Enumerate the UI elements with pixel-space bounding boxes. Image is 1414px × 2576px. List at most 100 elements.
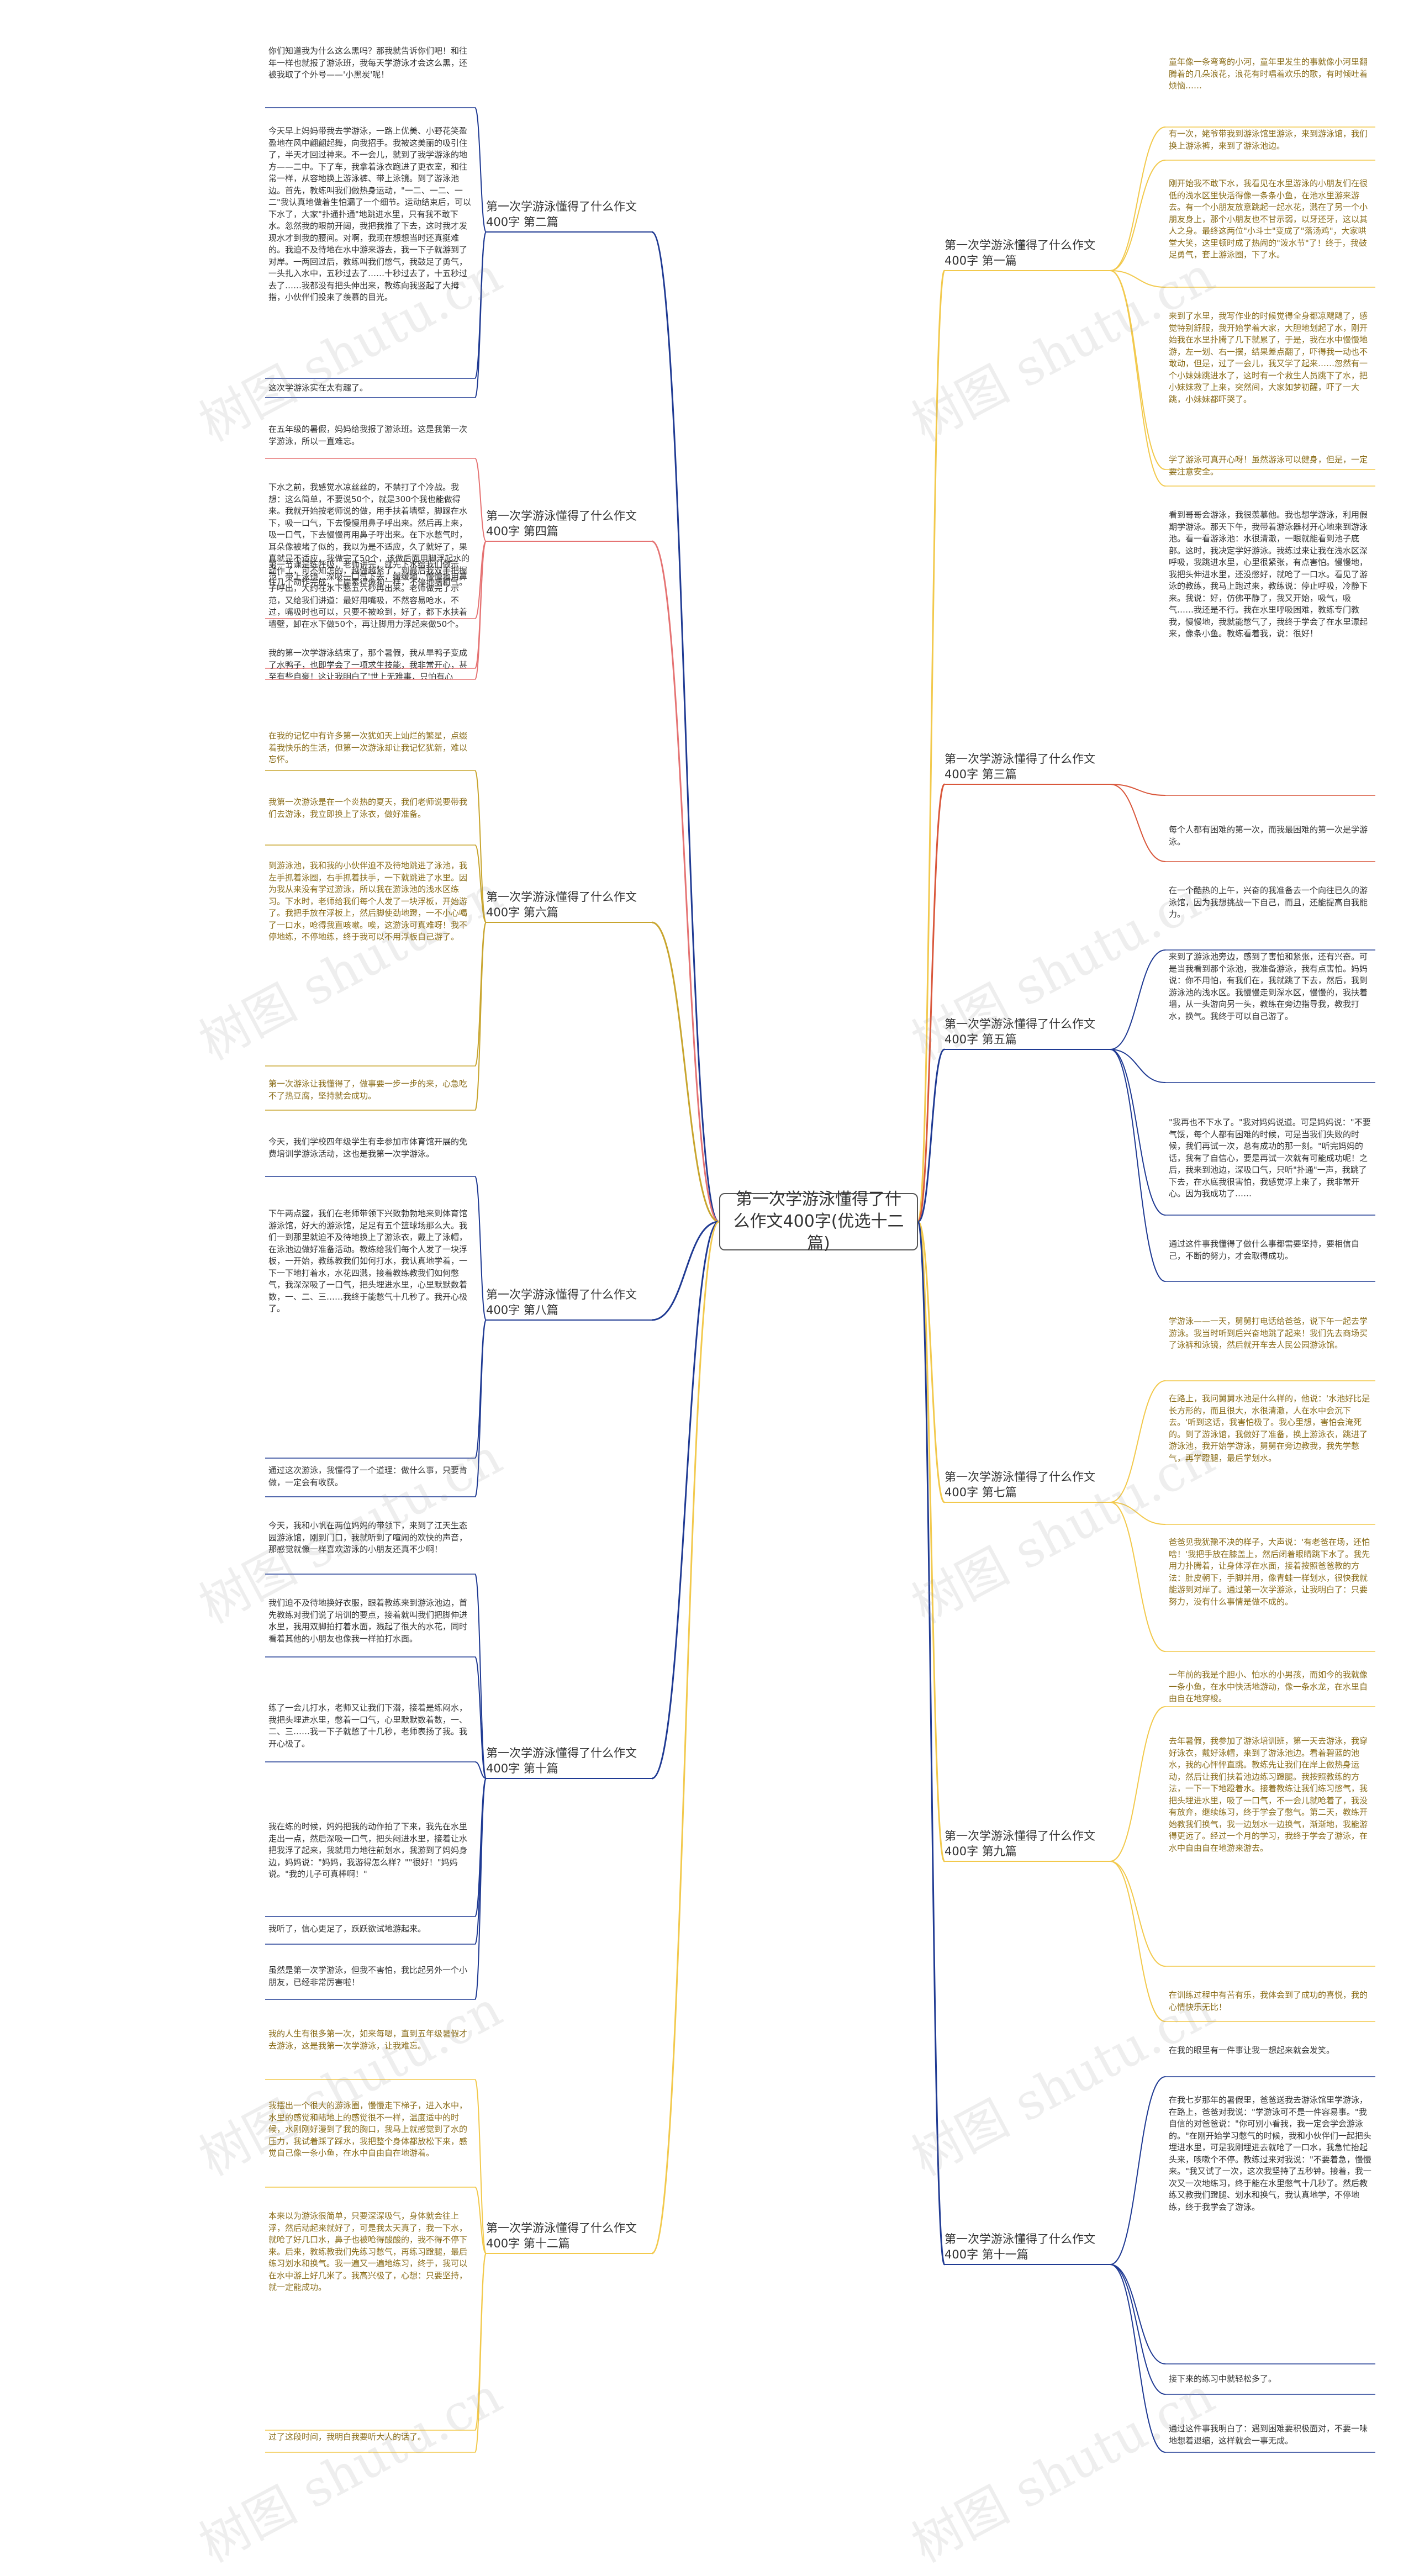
- branch-leaf-connector: [1110, 1380, 1166, 1503]
- branch-leaf-connector: [474, 2253, 487, 2453]
- branch-leaf-connector: [474, 1778, 487, 1945]
- branch-leaf-connector: [474, 2079, 487, 2254]
- leaf-node[interactable]: 童年像一条弯弯的小河，童年里发生的事就像小河里翻腾着的几朵浪花，浪花有时唱着欢乐…: [1169, 57, 1368, 91]
- branch-leaf-connector: [1110, 1049, 1166, 1083]
- leaf-node[interactable]: 我第一次游泳是在一个炎热的夏天，我们老师说要带我们去游泳，我立即换上了泳衣，做好…: [268, 797, 468, 819]
- branch-leaf-connector: [474, 1574, 487, 1779]
- root-branch-connector: [651, 921, 720, 1223]
- root-branch-connector: [917, 783, 946, 1223]
- leaf-node[interactable]: 我的人生有很多第一次，如来每嗯，直到五年级暑假才去游泳，这是我第一次学游泳，让我…: [268, 2029, 468, 2051]
- branch-leaf-connector: [474, 1319, 487, 1497]
- root-topic[interactable]: 第一次学游泳懂得了什么作文400字(优选十二篇): [719, 1190, 918, 1253]
- branch-leaf-connector: [1110, 126, 1166, 271]
- branch-leaf-connector: [1110, 270, 1166, 470]
- branch-topic-7[interactable]: 第一次学游泳懂得了什么作文400字 第七篇: [945, 1470, 1095, 1499]
- leaf-node[interactable]: 这次学游泳实在太有趣了。: [268, 383, 368, 393]
- root-branch-connector: [917, 270, 946, 1223]
- leaf-node[interactable]: 每个人都有困难的第一次，而我最困难的第一次是学游泳。: [1169, 825, 1368, 847]
- leaf-node[interactable]: "我再也不下水了。"我对妈妈说道。可是妈妈说："不要气馁，每个人都有困难的时候，…: [1169, 1117, 1371, 1199]
- root-branch-connector: [917, 1048, 945, 1223]
- branch-leaf-connector: [1110, 1049, 1166, 1282]
- branch-leaf-connector: [474, 541, 487, 680]
- leaf-node[interactable]: 通过这次游泳，我懂得了一个道理：做什么事，只要肯做，一定会有收获。: [268, 1465, 468, 1487]
- leaf-node[interactable]: 一年前的我是个胆小、怕水的小男孩，而如今的我就像一条小鱼，在水中快活地游动，像一…: [1169, 1670, 1368, 1703]
- branch-topic-10[interactable]: 第一次学游泳懂得了什么作文400字 第十篇: [486, 1746, 637, 1775]
- branch-leaf-connector: [1110, 1502, 1166, 1652]
- leaf-node[interactable]: 学游泳——一天，舅舅打电话给爸爸，说下午一起去学游泳。我当时听到后兴奋地跳了起来…: [1169, 1316, 1368, 1350]
- root-branch-connector: [917, 1221, 946, 2266]
- leaf-node[interactable]: 今天早上妈妈带我去学游泳，一路上优美、小野花笑盈盈地在风中翩翩起舞，向我招手。我…: [268, 126, 471, 302]
- leaf-node[interactable]: 在我七岁那年的暑假里，爸爸送我去游泳馆里学游泳，在路上，爸爸对我说："学游泳可不…: [1169, 2095, 1371, 2212]
- leaf-node[interactable]: 你们知道我为什么这么黑吗？那我就告诉你们吧！和往年一样也就报了游泳班，我每天学游…: [268, 46, 468, 80]
- branch-topic-3[interactable]: 第一次学游泳懂得了什么作文400字 第三篇: [945, 752, 1095, 781]
- leaf-node[interactable]: 我们迫不及待地换好衣服，跟着教练来到游泳池边，首先教练对我们说了培训的要点，接着…: [268, 1598, 468, 1644]
- branch-leaf-connector: [474, 1761, 487, 1779]
- branch-leaf-connector: [1110, 270, 1166, 288]
- branch-topic-11[interactable]: 第一次学游泳懂得了什么作文400字 第十一篇: [945, 2232, 1095, 2261]
- leaf-node[interactable]: 今天，我们学校四年级学生有幸参加市体育馆开展的免费培训学游泳活动，这也是我第一次…: [268, 1137, 468, 1159]
- leaf-node[interactable]: 去年暑假，我参加了游泳培训班，第一天去游泳，我穿好泳衣，戴好泳帽，来到了游泳池边…: [1169, 1736, 1368, 1853]
- root-branch-connector: [651, 231, 720, 1223]
- branch-topic-4[interactable]: 第一次学游泳懂得了什么作文400字 第四篇: [486, 509, 637, 538]
- leaf-node[interactable]: 在我的眼里有一件事让我一想起来就会发笑。: [1169, 2045, 1335, 2055]
- leaf-node[interactable]: 过了这段时间，我明白我要听大人的话了。: [268, 2432, 426, 2442]
- branch-topic-12[interactable]: 第一次学游泳懂得了什么作文400字 第十二篇: [486, 2221, 637, 2250]
- leaf-node[interactable]: 爸爸见我犹豫不决的样子，大声说：'有老爸在场，还怕啥！'我把手放在膝盖上，然后闭…: [1169, 1537, 1370, 1607]
- leaf-node[interactable]: 接下来的练习中就轻松多了。: [1169, 2374, 1277, 2384]
- leaf-node[interactable]: 第一次游泳让我懂得了，做事要一步一步的来，心急吃不了热豆腐，坚持就会成功。: [268, 1079, 468, 1101]
- leaf-node[interactable]: 我摆出一个很大的游泳圈，慢慢走下梯子，进入水中，水里的感觉和陆地上的感觉很不一样…: [268, 2100, 468, 2158]
- leaf-node[interactable]: 下午两点整，我们在老师带领下兴致勃勃地来到体育馆游泳馆，好大的游泳馆，足足有五个…: [268, 1208, 468, 1313]
- leaf-node[interactable]: 我听了，信心更足了，跃跃欲试地游起来。: [268, 1924, 426, 1934]
- branch-topic-8[interactable]: 第一次学游泳懂得了什么作文400字 第八篇: [486, 1288, 637, 1317]
- leaf-node[interactable]: 通过这件事我明白了：遇到困难要积极面对，不要一味地想着退缩，这样就会一事无成。: [1169, 2424, 1368, 2446]
- leaf-node[interactable]: 练了一会儿打水，老师又让我们下潜，接着是练闷水，我把头埋进水里，憋着一口气，心里…: [268, 1703, 468, 1749]
- branch-leaf-connector: [474, 1656, 487, 1779]
- branch-leaf-connector: [1110, 2264, 1166, 2453]
- leaf-node[interactable]: 第一节课是练呼吸，老师讲完，就先下水给我们做示范：带上泳镜，深吸一口气下去，缓缓…: [268, 559, 468, 629]
- leaf-node[interactable]: 虽然是第一次学游泳，但我不害怕，我比起另外一个小朋友，已经非常厉害啦！: [268, 1965, 468, 1987]
- branch-leaf-connector: [1110, 1049, 1166, 1216]
- leaf-node[interactable]: 在路上，我问舅舅水池是什么样的，他说：'水池好比是长方形的，而且很大，水很清澈，…: [1169, 1393, 1370, 1463]
- branch-leaf-connector: [1110, 1861, 1166, 1967]
- branch-leaf-connector: [1110, 784, 1166, 862]
- branch-leaf-connector: [1110, 2264, 1166, 2364]
- branch-leaf-connector: [474, 458, 487, 542]
- root-branch-connector: [917, 1221, 946, 1503]
- leaf-node[interactable]: 在一个酷热的上午，兴奋的我准备去一个向往已久的游泳馆，因为我想挑战一下自己，而且…: [1169, 885, 1368, 919]
- branch-leaf-connector: [474, 1778, 487, 2000]
- branch-leaf-connector: [1110, 2076, 1166, 2265]
- branch-leaf-connector: [474, 844, 487, 923]
- branch-leaf-connector: [474, 922, 487, 1067]
- branch-topic-1[interactable]: 第一次学游泳懂得了什么作文400字 第一篇: [945, 239, 1095, 267]
- leaf-node[interactable]: 看到哥哥会游泳，我很羡慕他。我也想学游泳，利用假期学游泳。那天下午，我带着游泳器…: [1169, 510, 1368, 638]
- mindmap-connectors: [265, 107, 1375, 2453]
- branch-topic-9[interactable]: 第一次学游泳懂得了什么作文400字 第九篇: [945, 1829, 1095, 1858]
- branch-leaf-connector: [1110, 270, 1166, 487]
- leaf-node[interactable]: 来到了水里，我写作业的时候觉得全身都凉飕飕了，感觉特别舒服，我开始学着大家，大胆…: [1169, 311, 1368, 404]
- branch-topic-6[interactable]: 第一次学游泳懂得了什么作文400字 第六篇: [486, 890, 637, 919]
- root-branch-connector: [917, 1221, 946, 1862]
- branch-topic-2[interactable]: 第一次学游泳懂得了什么作文400字 第二篇: [486, 200, 637, 229]
- branch-leaf-connector: [474, 107, 487, 233]
- branch-leaf-connector: [1110, 1861, 1166, 2022]
- root-branch-connector: [651, 540, 720, 1223]
- leaf-node[interactable]: 来到了游泳池旁边，感到了害怕和紧张，还有兴奋。可是当我看到那个泳池，我准备游泳，…: [1169, 952, 1368, 1021]
- leaf-node[interactable]: 下水之前，我感觉水凉丝丝的，不禁打了个冷战。我想：这么简单，不要说50个，就是3…: [268, 482, 470, 587]
- leaf-node[interactable]: 在我的记忆中有许多第一次犹如天上灿烂的繁星，点缀着我快乐的生活，但第一次游泳却让…: [268, 731, 468, 764]
- leaf-node[interactable]: 在五年级的暑假，妈妈给我报了游泳班。这是我第一次学游泳，所以一直难忘。: [268, 424, 468, 446]
- branch-leaf-connector: [474, 1176, 487, 1321]
- leaf-node[interactable]: 有一次，姥爷带我到游泳馆里游泳，来到游泳馆，我们换上游泳裤，来到了游泳池边。: [1169, 129, 1368, 151]
- leaf-node[interactable]: 学了游泳可真开心呀！虽然游泳可以健身，但是，一定要注意安全。: [1169, 455, 1368, 477]
- branch-leaf-connector: [474, 231, 487, 398]
- leaf-node[interactable]: 刚开始我不敢下水，我看见在水里游泳的小朋友们在很低的浅水区里快活得像一条条小鱼，…: [1169, 178, 1368, 260]
- leaf-node[interactable]: 在训练过程中有苦有乐，我体会到了成功的喜悦，我的心情快乐无比！: [1169, 1990, 1368, 2012]
- leaf-node[interactable]: 本来以为游泳很简单，只要深深吸气，身体就会往上浮，然后动起来就好了，可是我太天真…: [268, 2211, 468, 2292]
- branch-topic-5[interactable]: 第一次学游泳懂得了什么作文400字 第五篇: [945, 1017, 1095, 1046]
- leaf-node[interactable]: 我的第一次学游泳结束了，那个暑假，我从旱鸭子变成了水鸭子，也即学会了一项求生技能…: [268, 648, 468, 679]
- branch-leaf-connector: [474, 2187, 487, 2254]
- leaf-node[interactable]: 今天，我和小帆在两位妈妈的带领下，来到了江天生态园游泳馆，刚到门口，我就听到了喧…: [268, 1521, 468, 1554]
- leaf-node[interactable]: 我在练的时候，妈妈把我的动作拍了下来，我先在水里走出一点，然后深吸一口气，把头闷…: [268, 1822, 468, 1879]
- root-branch-connector: [651, 1221, 720, 1321]
- leaf-node[interactable]: 通过这件事我懂得了做什么事都需要坚持，要相信自己，不断的努力，才会取得成功。: [1169, 1239, 1360, 1261]
- leaf-node[interactable]: 到游泳池，我和我的小伙伴迫不及待地跳进了泳池，我左手抓着泳圈，右手抓着扶手，一下…: [268, 861, 468, 942]
